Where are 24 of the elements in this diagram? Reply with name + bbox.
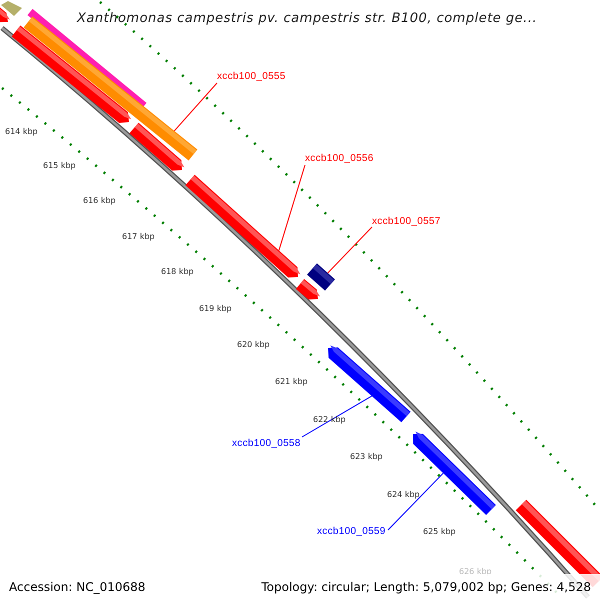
- gene-feature: [328, 345, 411, 422]
- leader-line: [388, 472, 444, 530]
- gene-label: xccb100_0556: [305, 153, 374, 165]
- scale-label: 620 kbp: [237, 340, 270, 350]
- gene-label: xccb100_0559: [317, 526, 386, 538]
- leader-line: [302, 396, 372, 438]
- scale-label: 619 kbp: [199, 304, 232, 314]
- leader-line: [174, 82, 218, 132]
- title: Xanthomonas campestris pv. campestris str. B100, complete ge...: [77, 10, 538, 28]
- gene-label: xccb100_0555: [217, 71, 286, 83]
- leader-line: [327, 226, 372, 274]
- scale-label: 624 kbp: [387, 490, 420, 500]
- scale-label: 618 kbp: [161, 267, 194, 277]
- scale-label: 614 kbp: [5, 127, 38, 137]
- gene-feature: [307, 263, 335, 291]
- scale-label: 616 kbp: [83, 196, 116, 206]
- info-text: Accession: NC_010688: [9, 579, 146, 596]
- gene-label: xccb100_0558: [232, 438, 301, 450]
- scale-label: 622 kbp: [313, 415, 346, 425]
- leader-line: [278, 164, 306, 251]
- gene-label: xccb100_0557: [372, 216, 441, 228]
- scale-label: 626 kbp: [459, 567, 492, 577]
- info-text: Topology: circular; Length: 5,079,002 bp; Genes: 4,528: [261, 579, 591, 596]
- scale-label: 623 kbp: [350, 452, 383, 462]
